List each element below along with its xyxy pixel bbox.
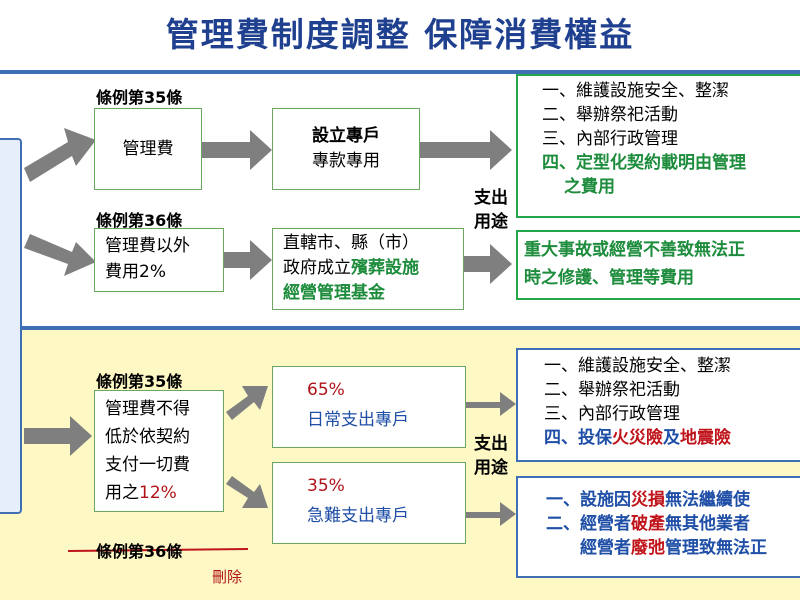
bottom-usage-line-2: 用途 [474, 458, 508, 478]
bottom-use-3: 三、內部行政管理 [544, 404, 680, 424]
fund-use-line-1: 重大事故或經營不善致無法正 [524, 240, 745, 260]
mgmt-fee-text: 管理費 [122, 138, 174, 159]
emergency-account-label: 急難支出專戶 [307, 506, 409, 526]
top-use-4-line-2: 之費用 [564, 177, 615, 197]
arrow-bar-to-other-fee [24, 234, 96, 276]
arrow-fee-to-account [200, 130, 272, 170]
dedicated-account-box: 設立專戶 專款專用 [272, 108, 420, 190]
em-use-2b: 破產 [631, 514, 665, 534]
fund-use-line-2: 時之修護、管理等費用 [524, 268, 694, 288]
top-use-1: 一、維護設施安全、整潔 [542, 81, 729, 101]
account-line-1: 設立專戶 [312, 126, 380, 146]
bottom-use-4c: 及 [663, 428, 680, 448]
top-usage-line-1: 支出 [474, 188, 508, 208]
left-side-bar [0, 138, 22, 514]
bottom-article-35-label: 條例第35條 [96, 372, 183, 391]
fund-use-box: 重大事故或經營不善致無法正 時之修護、管理等費用 [516, 230, 800, 300]
min-fee-line-4a: 用之 [105, 483, 139, 503]
fund-line-1: 直轄市、縣（市） [283, 233, 419, 253]
em-use-2a: 二、經營者 [546, 514, 631, 534]
fund-line-3: 經營管理基金 [283, 283, 385, 303]
top-use-2: 二、舉辦祭祀活動 [542, 105, 678, 125]
emergency-account-box: 35% 急難支出專戶 [272, 462, 466, 544]
strikethrough-line [67, 548, 249, 552]
em-use-3b: 廢弛 [631, 538, 665, 558]
fund-box: 直轄市、縣（市） 政府成立殯葬設施 經營管理基金 [272, 228, 464, 310]
bottom-use-1: 一、維護設施安全、整潔 [544, 356, 731, 376]
daily-account-box: 65% 日常支出專戶 [272, 366, 466, 448]
em-use-3c: 管理致無法 [665, 538, 750, 558]
arrow-min-fee-to-daily [226, 386, 268, 420]
em-use-3d: 正 [750, 538, 767, 558]
slide-title: 管理費制度調整 保障消費權益 [165, 15, 635, 54]
bottom-use-4a: 四、投保 [544, 428, 612, 448]
arrow-bar-to-min-fee [24, 416, 92, 456]
bottom-use-4b: 火災險 [612, 428, 663, 448]
account-line-2: 專款專用 [312, 151, 380, 171]
em-use-1a: 一、設施因 [546, 490, 631, 510]
top-article-36-label: 條例第36條 [96, 211, 183, 230]
min-fee-line-1: 管理費不得 [105, 399, 190, 419]
top-article-35-label: 條例第35條 [96, 88, 183, 107]
daily-account-label: 日常支出專戶 [307, 410, 409, 430]
mgmt-fee-box: 管理費 [94, 108, 202, 190]
other-fee-line-1: 管理費以外 [105, 236, 190, 256]
middle-divider [0, 326, 800, 330]
arrow-bar-to-mgmt-fee [24, 128, 96, 182]
bottom-use-4d: 地震險 [680, 428, 731, 448]
min-fee-line-3: 支付一切費 [105, 455, 190, 475]
bottom-use-2: 二、舉辦祭祀活動 [544, 380, 680, 400]
arrow-daily-to-uses [466, 392, 516, 416]
deleted-note: 刪除 [212, 568, 243, 586]
em-use-1b: 災損 [631, 490, 665, 510]
arrow-account-to-uses [420, 130, 512, 170]
min-fee-line-2: 低於依契約 [105, 427, 190, 447]
min-fee-box: 管理費不得 低於依契約 支付一切費 用之12% [94, 390, 224, 512]
emergency-percent: 35% [307, 476, 345, 496]
bottom-article-36-label: 條例第36條 [96, 542, 183, 561]
arrow-min-fee-to-emergency [226, 476, 268, 508]
top-usage-line-2: 用途 [474, 212, 508, 232]
em-use-3a: 經營者 [580, 538, 631, 558]
bottom-usage-line-1: 支出 [474, 434, 508, 454]
fund-line-2a: 政府成立 [283, 258, 351, 278]
top-usage-label: 支出 用途 [474, 186, 508, 234]
bottom-usage-label: 支出 用途 [474, 432, 508, 480]
em-use-2c: 無其他業者 [665, 514, 750, 534]
top-divider [0, 70, 800, 74]
min-fee-line-4b: 12% [139, 483, 177, 503]
top-use-4-line-1: 四、定型化契約載明由管理 [542, 153, 746, 173]
other-fee-box: 管理費以外 費用2% [94, 228, 224, 292]
top-uses-box: 一、維護設施安全、整潔 二、舉辦祭祀活動 三、內部行政管理 四、定型化契約載明由… [516, 74, 800, 218]
other-fee-line-2: 費用2% [105, 262, 166, 282]
daily-percent: 65% [307, 380, 345, 400]
emergency-uses-box: 一、設施因災損無法繼續使 二、經營者破產無其他業者 經營者廢弛管理致無法正 [516, 476, 800, 578]
em-use-1c: 無法繼續使 [665, 490, 750, 510]
arrow-fund-to-use [462, 244, 512, 284]
top-use-3: 三、內部行政管理 [542, 129, 678, 149]
arrow-other-to-fund [222, 240, 272, 280]
bottom-uses-box: 一、維護設施安全、整潔 二、舉辦祭祀活動 三、內部行政管理 四、投保火災險及地震… [516, 348, 800, 462]
arrow-emergency-to-uses [466, 502, 516, 526]
fund-line-2b: 殯葬設施 [351, 258, 419, 278]
